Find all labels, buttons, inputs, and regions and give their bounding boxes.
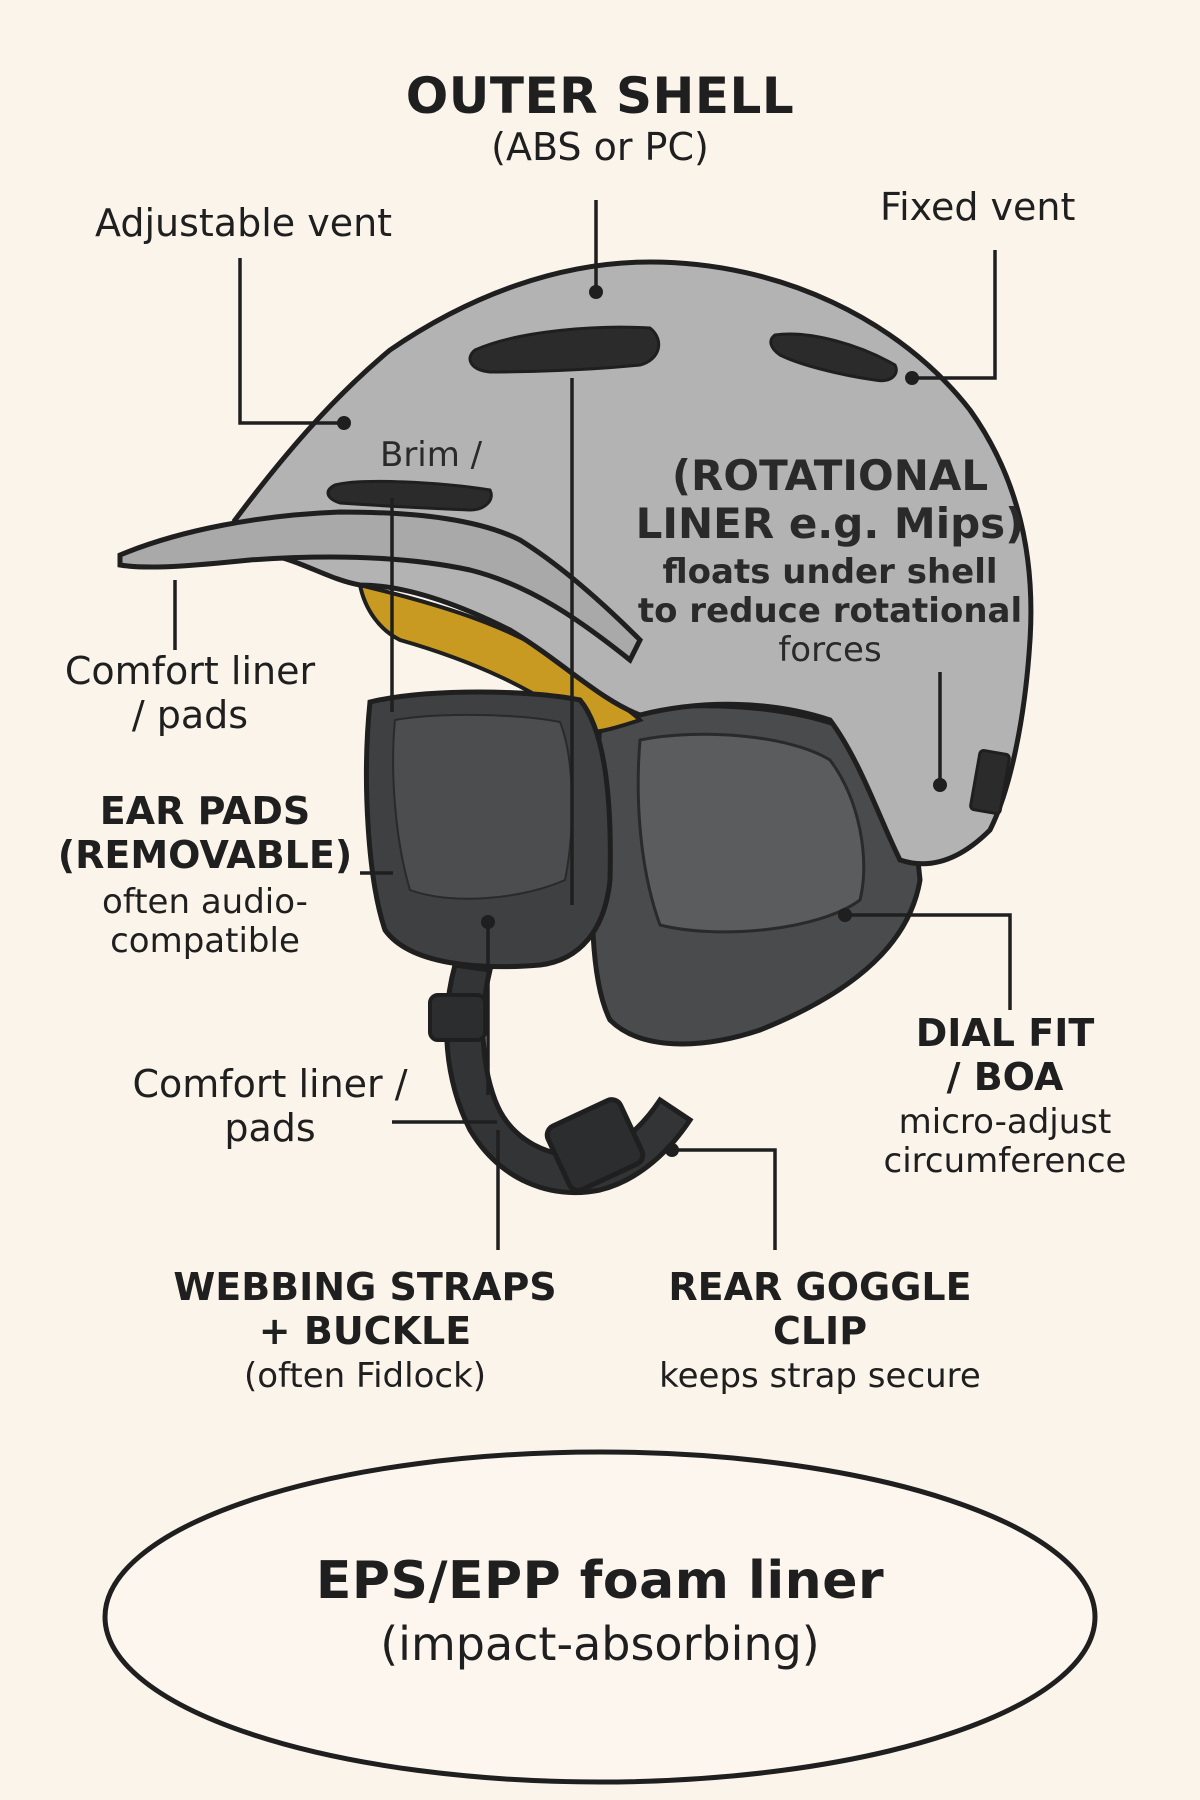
webbing-straps-note: (often Fidlock) <box>243 1356 487 1397</box>
foam-liner-title: EPS/EPP foam liner <box>315 1551 885 1611</box>
strap-slider <box>428 993 487 1042</box>
comfort-liner-top-line1: Comfort liner <box>64 649 316 693</box>
ear-pads-label: EAR PADS (REMOVABLE) often audio- compat… <box>50 789 360 962</box>
outer-shell-label: OUTER SHELL (ABS or PC) <box>330 67 870 169</box>
rotational-liner-shape <box>357 582 644 734</box>
rear-pad-inner <box>636 732 866 934</box>
dial-fit-label: DIAL FIT / BOA micro-adjust circumferenc… <box>860 1011 1150 1182</box>
foam-liner-oval <box>102 1449 1098 1785</box>
rotational-liner-note1: floats under shell <box>662 551 998 592</box>
rear-goggle-clip-label: REAR GOGGLE CLIP keeps strap secure <box>630 1265 1010 1397</box>
comfort-liner-top-line2: / pads <box>131 692 249 737</box>
ear-pads-note2: compatible <box>110 921 300 962</box>
outer-shell-note: (ABS or PC) <box>491 124 709 169</box>
leader-dots <box>337 285 947 1157</box>
dial-fit-line1: DIAL FIT <box>915 1011 1095 1055</box>
rotational-liner-label: (ROTATIONAL LINER e.g. Mips) floats unde… <box>620 451 1040 670</box>
dial-fit-note1: micro-adjust <box>898 1102 1112 1143</box>
webbing-straps-label: WEBBING STRAPS + BUCKLE (often Fidlock) <box>150 1265 580 1397</box>
fixed-vent-label: Fixed vent <box>880 185 1076 229</box>
webbing-straps-line2: + BUCKLE <box>258 1308 472 1353</box>
leader-lines <box>173 200 1012 1250</box>
rotational-liner-line2: LINER e.g. Mips) <box>635 499 1025 549</box>
rotational-liner-note2: to reduce rotational <box>637 590 1023 631</box>
ear-pads-note1: often audio- <box>102 882 308 923</box>
leader-dial <box>845 913 1012 1010</box>
outer-shell-title: OUTER SHELL <box>405 67 795 125</box>
dial-fit-note2: circumference <box>883 1141 1127 1182</box>
adjustable-vent-label: Adjustable vent <box>95 201 393 245</box>
buckle-shape <box>544 1097 646 1193</box>
top-vent <box>468 325 661 374</box>
ear-pad-highlight <box>392 713 573 900</box>
ear-pads-line2: (REMOVABLE) <box>57 832 353 877</box>
foam-liner-note: (impact-absorbing) <box>380 1616 820 1671</box>
rear-vent <box>969 748 1011 816</box>
rear-goggle-clip-note: keeps strap secure <box>659 1356 981 1397</box>
dial-fit-line2: / BOA <box>946 1054 1064 1099</box>
brim-shape <box>117 509 644 664</box>
comfort-liner-bottom-label: Comfort liner / pads <box>100 1062 440 1150</box>
webbing-straps-line1: WEBBING STRAPS <box>173 1265 557 1309</box>
rotational-liner-line1: (ROTATIONAL <box>671 451 989 500</box>
rear-goggle-clip-line2: CLIP <box>772 1308 868 1353</box>
comfort-liner-bottom-line1: Comfort liner / <box>132 1062 408 1106</box>
fixed-vent-shape <box>769 332 898 383</box>
foam-liner-label: EPS/EPP foam liner (impact-absorbing) <box>250 1551 950 1671</box>
comfort-liner-top-label: Comfort liner / pads <box>40 649 340 737</box>
rotational-liner-note3: forces <box>778 629 882 670</box>
brim-label: Brim / <box>380 435 483 475</box>
leader-goggle <box>672 1148 777 1250</box>
rear-goggle-clip-line1: REAR GOGGLE <box>668 1265 972 1309</box>
ear-pads-line1: EAR PADS <box>99 789 311 833</box>
front-vent <box>326 479 493 512</box>
comfort-liner-bottom-line2: pads <box>224 1105 316 1150</box>
leader-adjustable-vent <box>238 258 344 425</box>
leader-fixed-vent <box>912 250 997 380</box>
